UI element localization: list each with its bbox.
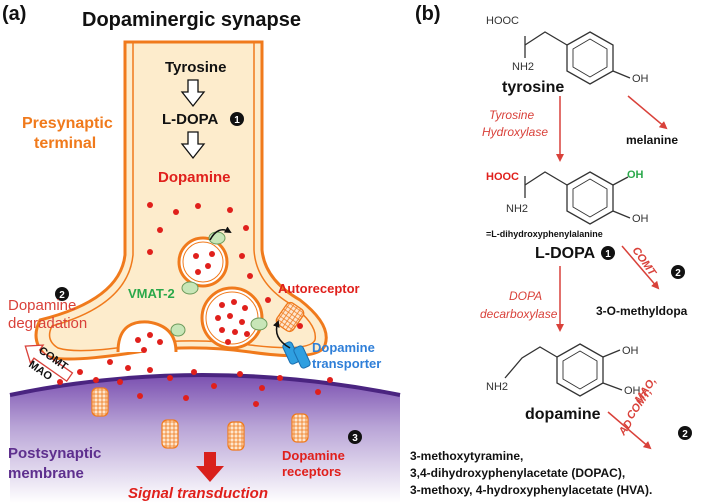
enzyme1-label-2: Hydroxylase: [482, 125, 548, 139]
signal-arrow: [196, 452, 224, 482]
vmat-2: [181, 281, 199, 295]
enzyme2-label-1: DOPA: [509, 289, 542, 303]
badge-2-b2-text: 2: [682, 429, 688, 440]
ldopa-hooc: HOOC: [486, 171, 519, 183]
badge-1-b: [601, 246, 615, 260]
ldopa-label-b: L-DOPA: [535, 245, 596, 262]
comt-mao-arrow: [24, 344, 74, 383]
badge-2-a-text: 2: [59, 290, 65, 301]
badge-1-a: [230, 112, 244, 126]
receptors-label-2: receptors: [282, 464, 341, 479]
badge-1-b-text: 1: [605, 249, 611, 260]
vesicle-1: [177, 236, 229, 288]
product-2: 3,4-dihydroxyphenylacetate (DOPAC),: [410, 466, 625, 480]
dopamine-molecules: [57, 202, 333, 407]
postsynaptic-label-2: membrane: [8, 465, 84, 482]
arrow-to-melanine: [627, 95, 668, 130]
product-1: 3-methoxytyramine,: [410, 449, 523, 463]
vmat-3: [250, 317, 268, 331]
dopamine-oh-top: OH: [622, 345, 639, 357]
badge-3-a-text: 3: [352, 433, 358, 444]
badge-2-b: [671, 265, 685, 279]
dopamine-structure: [504, 343, 623, 397]
transporter-label-1: Dopamine: [312, 340, 375, 355]
product-3: 3-methoxy, 4-hydroxyphenylacetate (HVA).: [410, 483, 652, 497]
badge-2-b-text: 2: [675, 268, 681, 279]
panel-b: (b) HOOC NH2 OH tyrosine melanine Tyrosi…: [410, 3, 692, 497]
badge-2-b2: [678, 426, 692, 440]
degradation-label-2: degradation: [8, 315, 87, 332]
enzyme2-label-2: decarboxylase: [480, 307, 558, 321]
melanine-label: melanine: [626, 133, 678, 147]
signal-label: Signal transduction: [128, 485, 268, 502]
arrow-tyrosine-ldopa: [180, 79, 206, 108]
panel-b-label: (b): [415, 3, 441, 25]
dopamine-label-a: Dopamine: [158, 169, 231, 186]
dopamine-oh-bottom: OH: [624, 385, 641, 397]
badge-1-a-text: 1: [234, 115, 240, 126]
autoreceptor-label: Autoreceptor: [278, 281, 360, 296]
receptors-label-1: Dopamine: [282, 448, 345, 463]
panel-a: (a) Dopaminergic synapse Tyrosine L-DOPA…: [2, 3, 401, 503]
ldopa-structure: [524, 171, 631, 225]
postsynaptic-label-1: Postsynaptic: [8, 445, 101, 462]
tyrosine-label-b: tyrosine: [502, 79, 564, 96]
postsynaptic-receptor-4: [291, 413, 309, 443]
panel-a-label: (a): [2, 3, 26, 25]
arrow-to-methyldopa: [621, 245, 660, 290]
vmat-4: [170, 323, 186, 337]
dopamine-nh2: NH2: [486, 381, 508, 393]
arrow-ldopa-dopamine: [180, 131, 206, 160]
ldopa-label: L-DOPA: [162, 111, 219, 128]
arrow-to-products: [607, 411, 652, 450]
presynaptic-label-2: terminal: [34, 135, 96, 152]
tyrosine-structure: [524, 31, 631, 85]
postsynaptic-receptor-2: [161, 419, 179, 449]
badge-2-a: [55, 287, 69, 301]
methyldopa-label: 3-O-methyldopa: [596, 304, 688, 318]
ldopa-oh-top: OH: [627, 169, 644, 181]
postsynaptic-membrane-edge: [9, 373, 401, 397]
presynaptic-label-1: Presynaptic: [22, 115, 113, 132]
ldopa-nh2: NH2: [506, 203, 528, 215]
postsynaptic-receptor-1: [91, 387, 109, 417]
degradation-label-1: Dopamine: [8, 297, 76, 314]
tyrosine-hooc: HOOC: [486, 15, 519, 27]
dopamine-label-b: dopamine: [525, 406, 601, 423]
comt-label-b: COMT: [630, 245, 659, 279]
autoreceptor: [275, 301, 305, 333]
tyrosine-label: Tyrosine: [165, 59, 226, 76]
dopamine-transporter-2: [293, 345, 311, 369]
postsynaptic-receptor-3: [227, 421, 245, 451]
ldopa-oh-bottom: OH: [632, 213, 649, 225]
transporter-reuptake-arrow: [272, 320, 291, 349]
postsynaptic-membrane: [10, 375, 400, 503]
enzyme1-label-1: Tyrosine: [489, 108, 534, 122]
vmat-label: VMAT-2: [128, 286, 175, 301]
tyrosine-oh: OH: [632, 73, 649, 85]
badge-3-a: [348, 430, 362, 444]
ldopa-full-name: =L-dihydroxyphenylalanine: [486, 229, 603, 239]
tyrosine-nh2: NH2: [512, 61, 534, 73]
vmat-uptake-arrow: [209, 226, 232, 241]
panel-a-title: Dopaminergic synapse: [82, 9, 301, 31]
transporter-label-2: transporter: [312, 356, 381, 371]
